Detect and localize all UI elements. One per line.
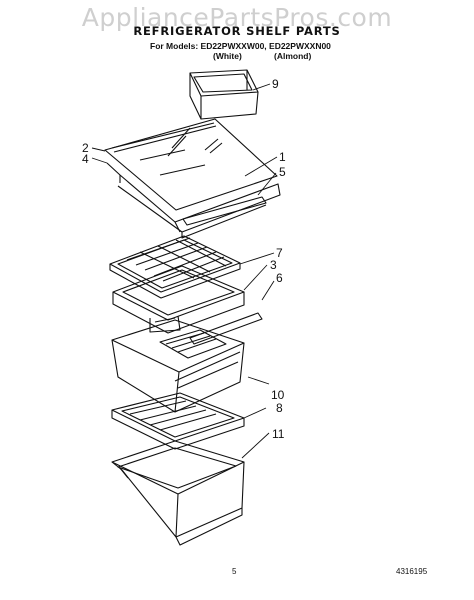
part-8-lower-cover (111, 392, 245, 450)
callout-6: 6 (276, 271, 283, 285)
callout-9: 9 (272, 77, 279, 91)
part-5-rail (182, 196, 267, 226)
part-1-shelf-frame (106, 162, 281, 239)
part-10-crisper-drawer (111, 319, 245, 413)
part-11-pan (111, 440, 245, 546)
part-3-cover-frame (112, 265, 245, 334)
callout-10: 10 (271, 388, 285, 402)
callout-2: 2 (82, 141, 89, 155)
page-number: 5 (232, 567, 237, 576)
callout-8: 8 (276, 401, 283, 415)
callout-11: 11 (272, 427, 285, 441)
diagram-title: REFRIGERATOR SHELF PARTS (133, 24, 341, 38)
watermark: AppliancePartsPros.com (81, 3, 393, 32)
part-7-crisper-cover-grille (109, 235, 241, 299)
variant-white: (White) (213, 51, 242, 61)
models-line: For Models: ED22PWXXW00, ED22PWXXN00 (150, 41, 331, 51)
part-2-glass-shelf (104, 118, 278, 211)
callout-7: 7 (276, 246, 283, 260)
callout-1: 1 (279, 150, 286, 164)
part-9-door-bin (189, 69, 259, 120)
callout-3: 3 (270, 258, 277, 272)
variant-almond: (Almond) (274, 51, 312, 61)
callout-4: 4 (82, 152, 89, 166)
callout-5: 5 (279, 165, 286, 179)
document-part-number: 4316195 (396, 567, 428, 576)
